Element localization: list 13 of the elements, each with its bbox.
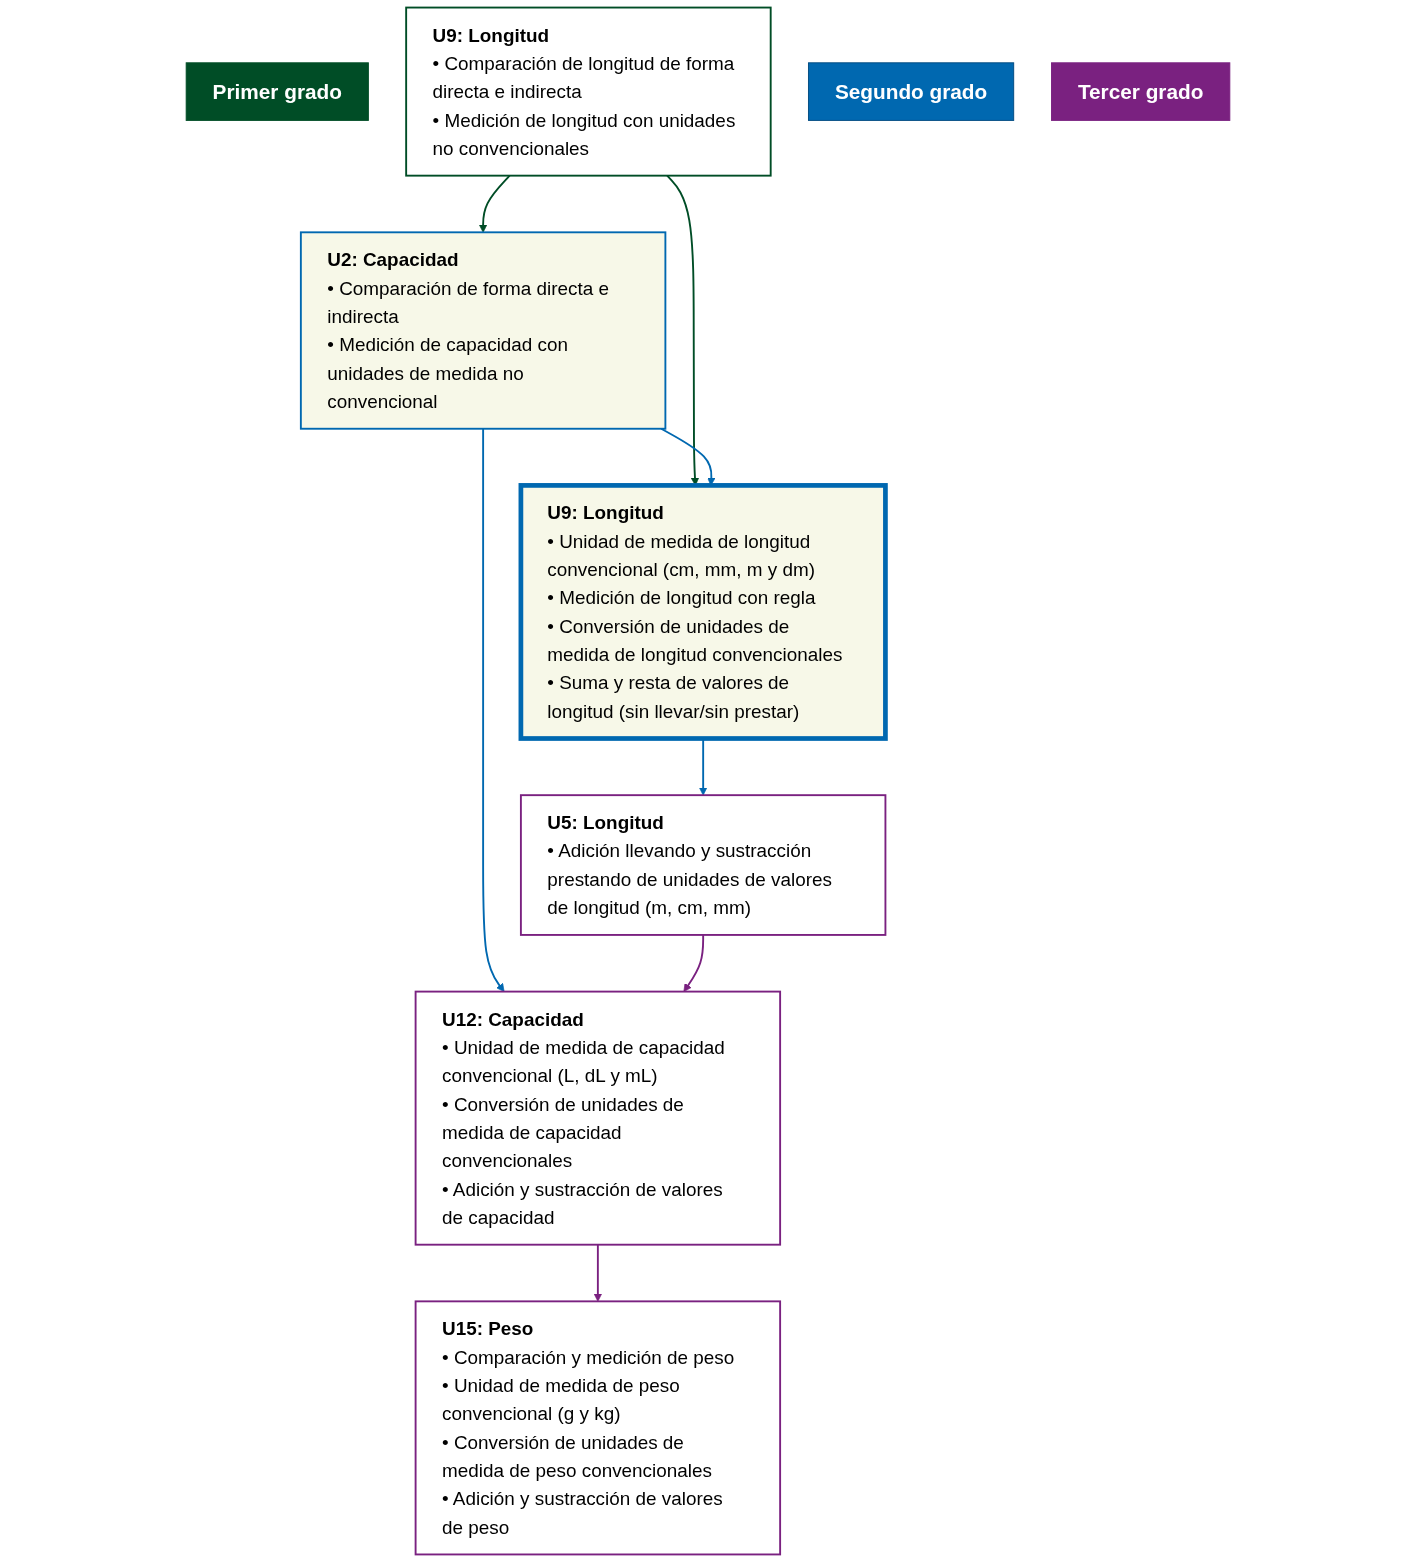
node-box: Tercer grado	[1051, 62, 1231, 121]
node-box: U5: Longitud • Adición llevando y sustracción prestando de unidades de valores de longitud (m, cm, mm)	[519, 794, 887, 936]
node-box: U2: Capacidad • Comparación de forma directa e indirecta • Medición de capacidad con unidades de medida no convencional	[299, 231, 667, 430]
node-box: U15: Peso • Comparación y medición de peso • Unidad de medida de peso convencional (g y kg) • Conversión de unidades de medida de peso convencionales • Adición y sustracción de valores de peso	[414, 1300, 782, 1556]
node-box: U9: Longitud • Comparación de longitud de forma directa e indirecta • Medición de longitud con unidades no convencionales	[405, 6, 772, 177]
arrow	[683, 934, 705, 992]
arrow	[482, 427, 505, 992]
node-box: U9: Longitud • Unidad de medida de longitud convencional (cm, mm, m y dm) • Medición de longitud con regla • Conversión de unidades de medida de longitud convencionales • Suma y resta de valores de longitud (sin llevar/sin prestar)	[518, 483, 888, 741]
arrow	[593, 1243, 602, 1302]
node-box: Segundo grado	[808, 62, 1015, 121]
arrow	[478, 174, 511, 233]
node-box: U12: Capacidad • Unidad de medida de capacidad convencional (L, dL y mL) • Conversión de unidades de medida de capacidad convencionales • Adición y sustracción de valores de capacidad	[414, 990, 782, 1246]
node-box: Primer grado	[185, 62, 369, 121]
